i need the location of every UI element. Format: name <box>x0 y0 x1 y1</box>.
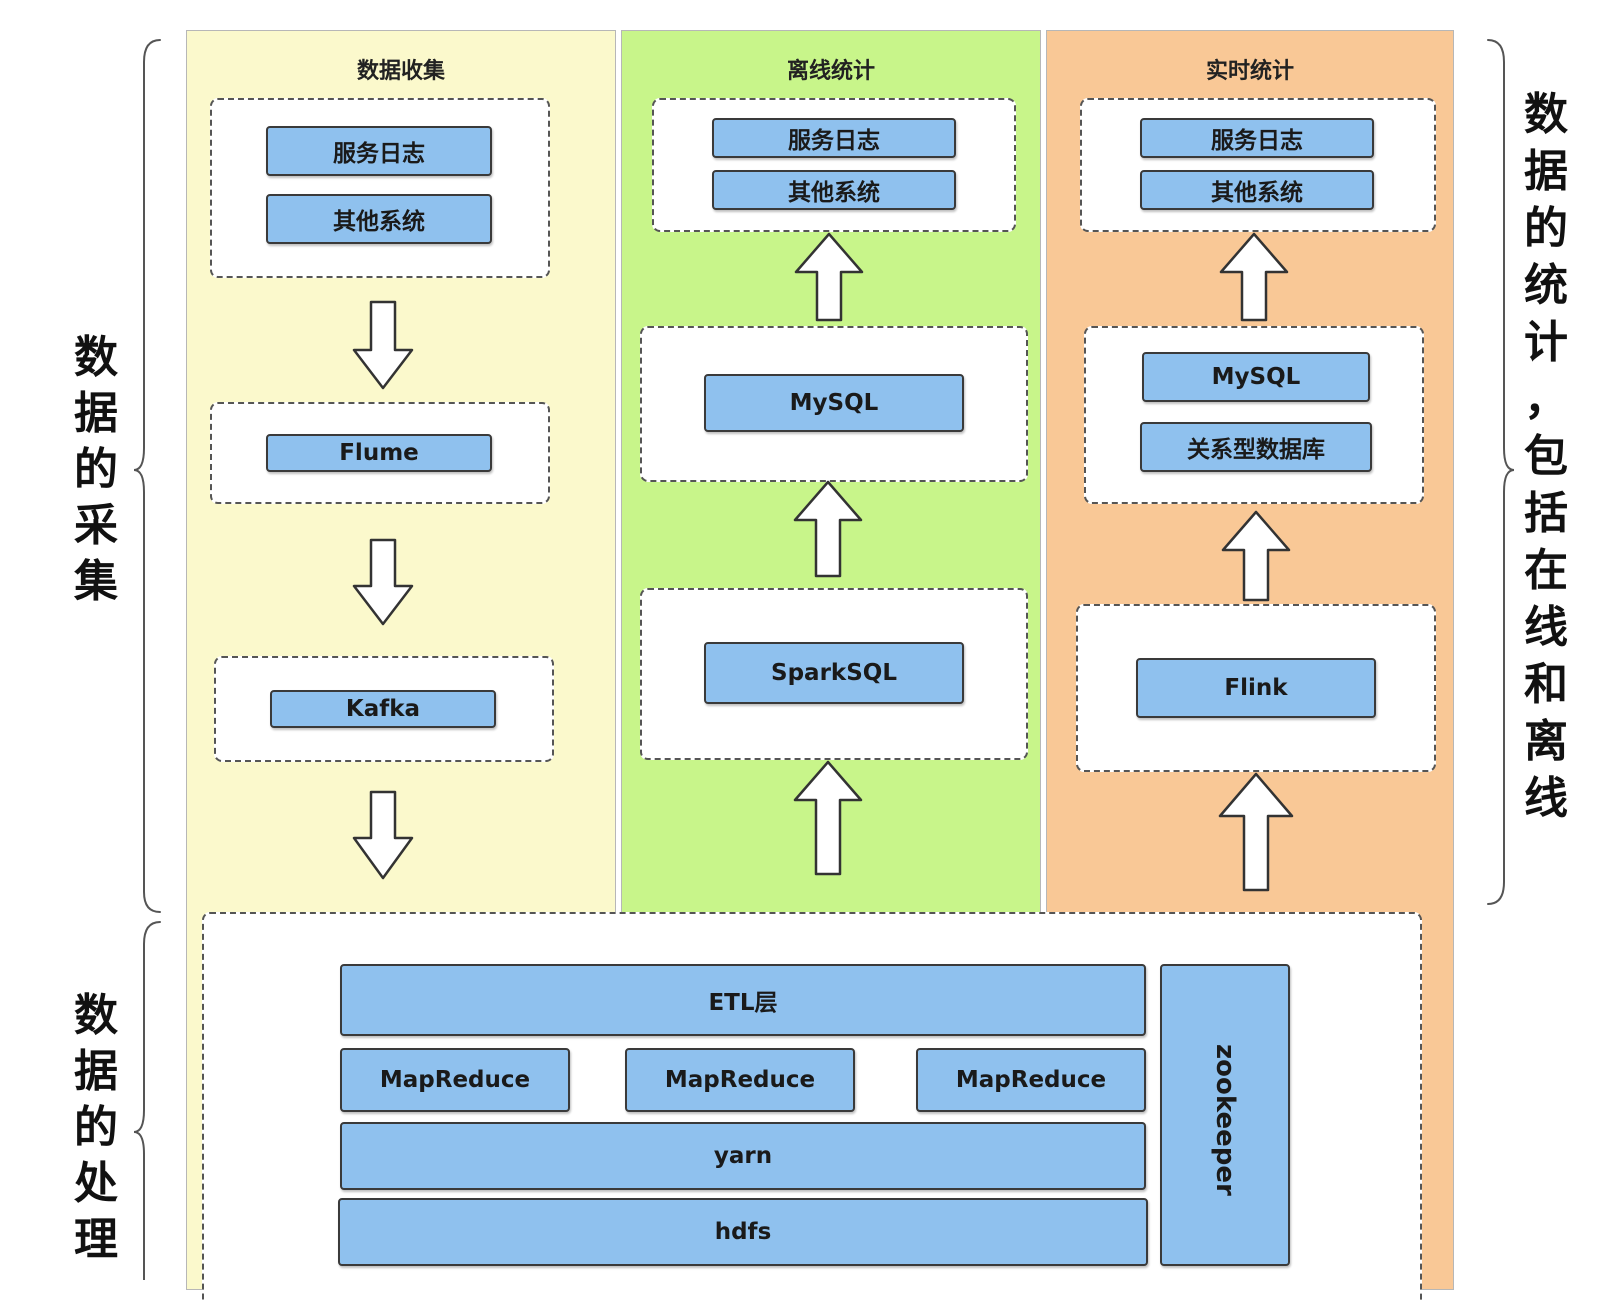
statistics-label-char: 统 <box>1524 260 1568 311</box>
mapreduce-box-2: MapReduce <box>625 1048 855 1112</box>
statistics-label-char: 线 <box>1524 773 1568 824</box>
down-arrow-1 <box>352 300 414 390</box>
down-arrow-3 <box>352 790 414 880</box>
collection-label: 数据的采集 <box>66 330 126 610</box>
processing-brace <box>133 921 161 1280</box>
mapreduce-box-3: MapReduce <box>916 1048 1146 1112</box>
statistics-label-char: 括 <box>1524 488 1568 539</box>
realtime-other-system-box: 其他系统 <box>1140 170 1374 210</box>
realtime-service-log-box: 服务日志 <box>1140 118 1374 158</box>
offline-mysql-box: MySQL <box>704 374 964 432</box>
statistics-label-char: 离 <box>1524 716 1568 767</box>
flink-box: Flink <box>1136 658 1376 718</box>
statistics-label-char: 计 <box>1524 317 1568 368</box>
processing-label-char: 理 <box>74 1214 118 1265</box>
collect-other-system-box: 其他系统 <box>266 194 492 244</box>
statistics-label-char: 和 <box>1524 659 1568 710</box>
processing-label-char: 处 <box>74 1158 118 1209</box>
realtime-mysql-box: MySQL <box>1142 352 1370 402</box>
processing-label-char: 的 <box>74 1102 118 1153</box>
up-arrow-realtime-3 <box>1218 772 1294 892</box>
yarn-box: yarn <box>340 1122 1146 1190</box>
up-arrow-offline-1 <box>794 232 864 322</box>
mapreduce-box-1: MapReduce <box>340 1048 570 1112</box>
offline-column-title: 离线统计 <box>786 59 875 84</box>
kafka-box: Kafka <box>270 690 496 728</box>
realtime-column-title: 实时统计 <box>1205 59 1294 84</box>
statistics-label-char: ， <box>1524 374 1568 425</box>
etl-layer-box: ETL层 <box>340 964 1146 1036</box>
realtime-rdb-box: 关系型数据库 <box>1140 422 1372 472</box>
statistics-label-char: 的 <box>1524 203 1568 254</box>
statistics-label-char: 包 <box>1524 431 1568 482</box>
processing-label: 数据的处理 <box>66 988 126 1268</box>
collection-label-char: 据 <box>74 388 118 439</box>
statistics-label-char: 在 <box>1524 545 1568 596</box>
collection-label-char: 数 <box>74 332 118 383</box>
sparksql-box: SparkSQL <box>704 642 964 704</box>
collection-brace <box>133 39 161 913</box>
down-arrow-2 <box>352 538 414 626</box>
collect-service-log-box: 服务日志 <box>266 126 492 176</box>
statistics-label-char: 数 <box>1524 89 1568 140</box>
zookeeper-box: zookeeper <box>1160 964 1290 1266</box>
up-arrow-offline-3 <box>793 760 863 876</box>
statistics-label-char: 据 <box>1524 146 1568 197</box>
processing-label-char: 数 <box>74 990 118 1041</box>
offline-service-log-box: 服务日志 <box>712 118 956 158</box>
statistics-brace <box>1487 39 1515 905</box>
up-arrow-realtime-2 <box>1221 510 1291 602</box>
collect-column-title: 数据收集 <box>356 59 445 84</box>
up-arrow-realtime-1 <box>1219 232 1289 322</box>
up-arrow-offline-2 <box>793 480 863 578</box>
collection-label-char: 的 <box>74 444 118 495</box>
hdfs-box: hdfs <box>338 1198 1148 1266</box>
statistics-label-char: 线 <box>1524 602 1568 653</box>
flume-box: Flume <box>266 434 492 472</box>
offline-other-system-box: 其他系统 <box>712 170 956 210</box>
processing-label-char: 据 <box>74 1046 118 1097</box>
collection-label-char: 采 <box>74 500 118 551</box>
statistics-label: 数据的统计，包括在线和离线 <box>1516 86 1576 827</box>
collection-label-char: 集 <box>74 556 118 607</box>
